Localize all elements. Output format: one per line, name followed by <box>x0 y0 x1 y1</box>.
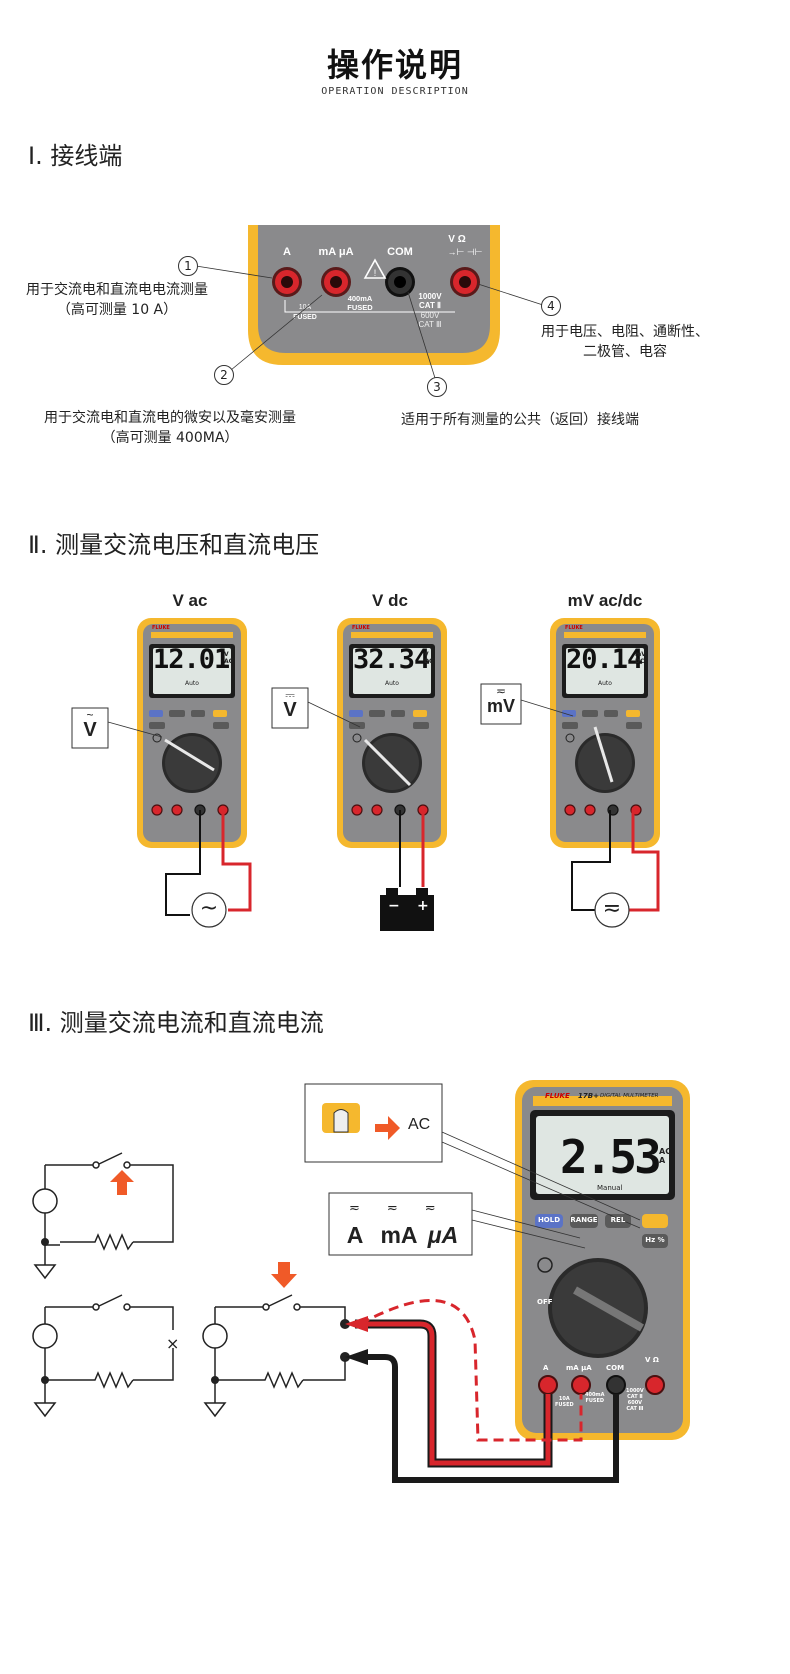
break-mark: × <box>166 1334 180 1353</box>
svg-text:!: ! <box>374 268 377 278</box>
unit-milliampere: mA <box>380 1222 418 1248</box>
arrow-up-icon <box>110 1170 134 1195</box>
meter-label-mv: mV ac/dc <box>567 591 643 610</box>
svg-text:10A: 10A <box>299 304 312 311</box>
svg-text:400mA: 400mA <box>348 294 373 303</box>
hz-button[interactable]: Hz % <box>645 1236 665 1244</box>
voltage-meters-diagram <box>71 617 661 931</box>
large-jack-com <box>606 1375 626 1395</box>
callout-1-text: 用于交流电和直流电电流测量（高可测量 10 A） <box>26 282 208 318</box>
jack-a <box>272 267 302 297</box>
callout-number-2: 2 <box>214 365 234 385</box>
symbol-mark-mv: ≂ <box>495 684 507 698</box>
hold-button[interactable]: HOLD <box>537 1216 561 1224</box>
label-jack-ma: mA μA <box>318 246 353 258</box>
svg-text:→⊢ ⊣⊢: →⊢ ⊣⊢ <box>447 247 482 257</box>
svg-text:FUSED: FUSED <box>347 303 373 312</box>
ac-source-icon <box>32 1188 58 1214</box>
resistor-icon <box>60 1233 134 1251</box>
arrow-icon <box>375 1116 400 1140</box>
callout-3-text: 适用于所有测量的公共（返回）接线端 <box>401 412 639 428</box>
svg-text:1000V: 1000V <box>418 292 442 301</box>
jack-v <box>450 267 480 297</box>
symbol-vac: V <box>83 719 97 741</box>
battery-positive: + <box>417 898 429 914</box>
warning-triangle-icon <box>363 258 387 279</box>
section-heading-terminals: Ⅰ. 接线端 <box>28 142 123 170</box>
ac-wave-glyph: ~ <box>199 896 219 921</box>
svg-text:CAT Ⅲ: CAT Ⅲ <box>419 320 442 329</box>
ac-source-icon <box>191 892 227 928</box>
svg-text:600V: 600V <box>421 311 440 320</box>
symbol-mark-vdc: ⎓ <box>285 688 295 702</box>
symbol-vdc: V <box>283 699 297 721</box>
symbol-mv: mV <box>486 696 515 716</box>
acdc-wave-glyph: ≂ <box>602 896 622 921</box>
callout-2-text: 用于交流电和直流电的微安以及毫安测量（高可测量 400MA） <box>44 410 296 446</box>
unit-microampere: μA <box>427 1222 459 1248</box>
acdc-source-icon <box>594 892 630 928</box>
large-jack-a <box>538 1375 558 1395</box>
callout-number-1: 1 <box>178 256 198 276</box>
current-measurement-diagram <box>32 1080 690 1483</box>
meter-label-vdc: V dc <box>372 591 408 610</box>
svg-text:CAT Ⅱ: CAT Ⅱ <box>419 301 441 310</box>
range-button[interactable]: RANGE <box>570 1216 598 1224</box>
label-jack-com: COM <box>387 246 413 258</box>
section-heading-voltage: Ⅱ. 测量交流电压和直流电压 <box>28 531 320 559</box>
section-heading-current: Ⅲ. 测量交流电流和直流电流 <box>28 1009 324 1037</box>
terminal-panel-diagram: ! A mA μA COM V Ω →⊢ ⊣⊢ 10A FUSED 400mA … <box>195 225 544 379</box>
callout-number-3: 3 <box>427 377 447 397</box>
callout-number-4: 4 <box>541 296 561 316</box>
callout-4-text: 用于电压、电阻、通断性、二极管、电容 <box>541 324 709 360</box>
display-reading-mv: 20.14 <box>566 644 643 675</box>
display-reading-vdc: 32.34 <box>353 644 430 675</box>
meter-label-vac: V ac <box>172 591 208 610</box>
large-jack-v <box>645 1375 665 1395</box>
label-jack-v: V Ω <box>448 234 465 245</box>
rel-button[interactable]: REL <box>610 1216 626 1224</box>
page-subtitle: OPERATION DESCRIPTION <box>321 86 469 97</box>
ac-label: AC <box>408 1116 431 1133</box>
battery-icon <box>380 888 434 931</box>
svg-text:FUSED: FUSED <box>293 314 317 321</box>
jack-ma <box>321 267 351 297</box>
display-reading-vac: 12.01 <box>153 644 230 675</box>
arrow-down-icon <box>271 1262 297 1288</box>
meter-face-bottom <box>258 225 490 353</box>
display-reading-current: 2.53 <box>560 1130 662 1184</box>
battery-negative: − <box>388 898 400 914</box>
ground-icon <box>33 1264 57 1280</box>
jack-com <box>385 267 415 297</box>
symbol-mark-vac: ~ <box>86 708 94 722</box>
page-title: 操作说明 <box>326 46 463 84</box>
acdc-marks: ≂≂≂ <box>349 1201 463 1216</box>
unit-ampere: A <box>346 1222 364 1248</box>
label-jack-a: A <box>283 246 291 258</box>
